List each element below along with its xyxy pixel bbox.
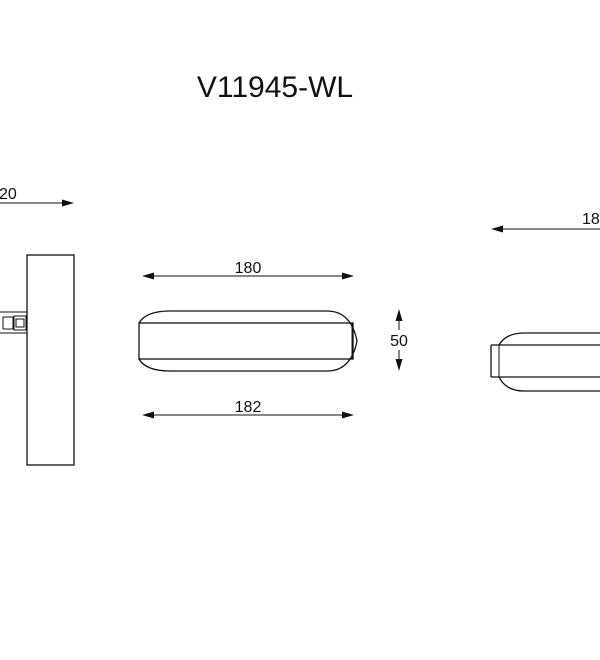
top-view: 18 [490,211,600,392]
front-top-width-label: 180 [235,260,262,277]
lamp-top-body [490,332,600,392]
front-top-dimension: 180 [142,260,354,280]
right-width-label: 18 [582,211,600,228]
side-body [26,254,75,466]
side-depth-dimension: 20 [0,186,74,207]
lamp-front-body [138,310,358,372]
side-depth-label: 20 [0,186,17,203]
front-bottom-width-label: 182 [235,399,262,416]
right-width-dimension: 18 [491,211,600,233]
model-title: V11945-WL [197,71,353,104]
front-bottom-dimension: 182 [142,399,354,419]
front-height-dimension: 50 [390,309,408,371]
front-view: 180 182 50 [138,260,408,419]
mounting-bracket [0,311,27,334]
side-view: 20 [0,186,75,466]
front-height-label: 50 [390,333,408,350]
